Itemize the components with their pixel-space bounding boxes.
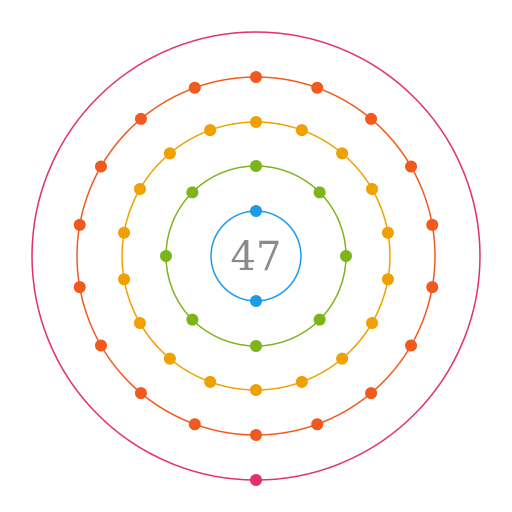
electron [250, 116, 262, 128]
electron [426, 281, 439, 294]
shell-3 [118, 116, 394, 396]
electron [134, 387, 147, 400]
electron [366, 317, 379, 329]
electron [73, 281, 86, 294]
electron [186, 186, 199, 199]
electron [366, 183, 379, 195]
electron [160, 250, 172, 262]
electron [365, 387, 378, 400]
electron [163, 352, 176, 365]
electron [204, 375, 217, 388]
electron [381, 273, 394, 286]
electron [73, 218, 86, 231]
electron [295, 375, 308, 388]
electron [365, 112, 378, 125]
electron [188, 418, 201, 431]
electron [186, 313, 199, 326]
electron [295, 124, 308, 137]
electron [250, 160, 262, 172]
electron [118, 226, 131, 239]
electron [381, 226, 394, 239]
electron [311, 81, 324, 94]
electron [250, 295, 262, 307]
shell-5 [31, 31, 481, 486]
electron [311, 418, 324, 431]
electron [133, 317, 146, 329]
electron [405, 160, 418, 173]
shells-layer [31, 31, 481, 486]
electron [133, 183, 146, 195]
electron [313, 313, 326, 326]
electron [134, 112, 147, 125]
electron [250, 71, 262, 83]
electron [250, 384, 262, 396]
electron [336, 147, 349, 160]
electron [340, 250, 352, 262]
electron [163, 147, 176, 160]
electron [250, 429, 262, 441]
shell-2 [160, 160, 352, 352]
electron [336, 352, 349, 365]
electron [250, 340, 262, 352]
nucleus-label: 47 [231, 234, 282, 280]
electron [94, 339, 107, 352]
shell-1 [210, 205, 302, 307]
electron [405, 339, 418, 352]
electron [94, 160, 107, 173]
electron [204, 124, 217, 137]
electron [118, 273, 131, 286]
electron [250, 474, 262, 486]
electron [188, 81, 201, 94]
shell-4 [73, 71, 439, 441]
electron [250, 205, 262, 217]
electron [426, 218, 439, 231]
electron [313, 186, 326, 199]
